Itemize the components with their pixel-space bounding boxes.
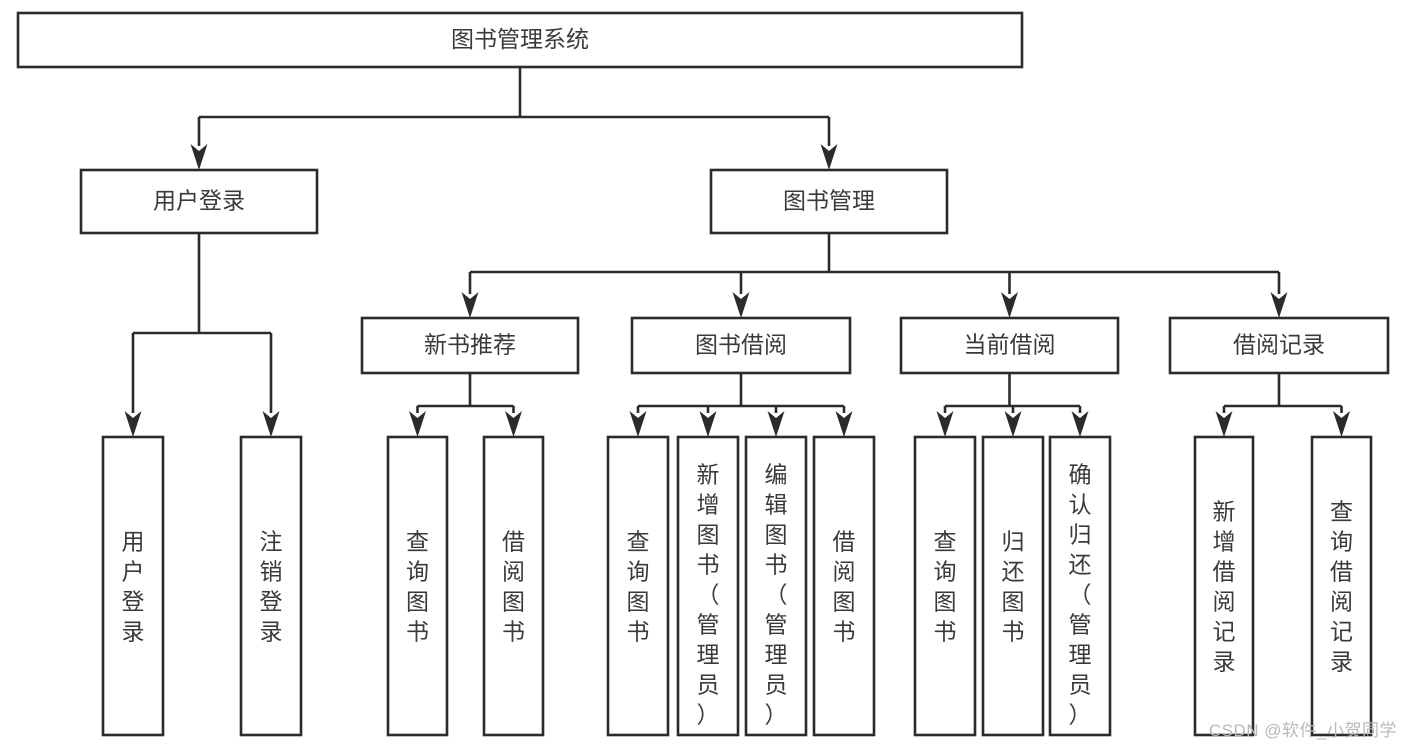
arrow-head-icon [505, 411, 522, 437]
arrow-head-icon [699, 411, 717, 437]
node-borrow-record[interactable]: 借阅记录 [1168, 316, 1390, 375]
node-leaf-user-login[interactable]: 用户登录 [101, 435, 165, 737]
node-label-book-manage: 图书管理 [783, 188, 875, 214]
node-label-leaf-query-book-rec: 查询图书 [406, 528, 429, 644]
node-label-leaf-query-borrow-record: 查询借阅记录 [1330, 498, 1353, 674]
node-leaf-logout-login[interactable]: 注销登录 [239, 435, 303, 737]
node-label-leaf-query-book-cur: 查询图书 [934, 528, 957, 644]
node-root[interactable]: 图书管理系统 [16, 11, 1024, 69]
node-label-leaf-add-book-admin: 新增图书（管理员） [697, 461, 720, 727]
node-book-borrow[interactable]: 图书借阅 [630, 316, 852, 375]
arrow-head-icon [820, 144, 838, 170]
node-box-leaf-query-book-rec[interactable] [386, 435, 449, 737]
arrow-head-icon [461, 292, 479, 318]
edge-group-new-book-recommend [409, 373, 522, 437]
node-label-current-borrow: 当前借阅 [964, 332, 1056, 358]
arrow-head-icon [124, 411, 142, 437]
node-label-root: 图书管理系统 [451, 26, 589, 52]
node-label-leaf-add-borrow-record: 新增借阅记录 [1213, 498, 1236, 674]
node-label-new-book-recommend: 新书推荐 [424, 332, 516, 358]
arrow-head-icon [1001, 292, 1018, 318]
node-box-leaf-edit-book-admin[interactable] [744, 435, 808, 737]
node-label-leaf-confirm-return-admin: 确认归还（管理员） [1069, 461, 1092, 727]
arrow-head-icon [1004, 411, 1022, 437]
edges-layer [124, 67, 1350, 437]
node-leaf-add-book-admin[interactable]: 新增图书（管理员） [676, 435, 740, 737]
node-new-book-recommend[interactable]: 新书推荐 [360, 316, 580, 375]
node-box-leaf-return-book[interactable] [981, 435, 1045, 737]
arrow-head-icon [1270, 292, 1288, 318]
node-user-login[interactable]: 用户登录 [79, 168, 319, 235]
node-box-book-manage[interactable] [709, 168, 949, 235]
node-box-leaf-confirm-return-admin[interactable] [1048, 435, 1112, 737]
node-leaf-edit-book-admin[interactable]: 编辑图书（管理员） [744, 435, 808, 737]
node-label-leaf-user-login: 用户登录 [122, 528, 145, 644]
node-box-root[interactable] [16, 11, 1024, 69]
node-box-leaf-borrow-book-rec[interactable] [482, 435, 545, 737]
node-box-leaf-query-borrow-record[interactable] [1310, 435, 1373, 737]
node-leaf-return-book[interactable]: 归还图书 [981, 435, 1045, 737]
edge-group-borrow-record [1215, 373, 1350, 437]
edge-group-book-manage [461, 233, 1288, 318]
node-leaf-borrow-book-rec[interactable]: 借阅图书 [482, 435, 545, 737]
node-label-leaf-logout-login: 注销登录 [260, 528, 283, 644]
node-label-leaf-query-book-bor: 查询图书 [627, 528, 650, 644]
node-box-new-book-recommend[interactable] [360, 316, 580, 375]
node-label-borrow-record: 借阅记录 [1233, 332, 1325, 358]
arrow-head-icon [767, 411, 785, 437]
node-box-user-login[interactable] [79, 168, 319, 235]
node-box-leaf-query-book-cur[interactable] [913, 435, 977, 737]
node-leaf-confirm-return-admin[interactable]: 确认归还（管理员） [1048, 435, 1112, 737]
arrow-head-icon [835, 411, 853, 437]
edge-group-user-login [124, 233, 280, 437]
arrow-head-icon [1215, 411, 1233, 437]
node-leaf-add-borrow-record[interactable]: 新增借阅记录 [1193, 435, 1255, 737]
node-box-book-borrow[interactable] [630, 316, 852, 375]
node-box-leaf-add-book-admin[interactable] [676, 435, 740, 737]
node-label-leaf-borrow-book-bor: 借阅图书 [833, 528, 856, 644]
node-label-user-login: 用户登录 [153, 188, 245, 214]
node-leaf-query-book-bor[interactable]: 查询图书 [606, 435, 670, 737]
arrow-head-icon [1071, 411, 1089, 437]
arrow-head-icon [409, 411, 426, 437]
arrow-head-icon [190, 144, 208, 170]
node-box-leaf-add-borrow-record[interactable] [1193, 435, 1255, 737]
nodes-layer: 图书管理系统用户登录图书管理新书推荐图书借阅当前借阅借阅记录用户登录注销登录查询… [16, 11, 1390, 737]
node-label-book-borrow: 图书借阅 [695, 332, 787, 358]
node-leaf-query-book-cur[interactable]: 查询图书 [913, 435, 977, 737]
node-box-current-borrow[interactable] [899, 316, 1120, 375]
edge-group-book-borrow [629, 373, 853, 437]
node-label-leaf-borrow-book-rec: 借阅图书 [502, 528, 525, 644]
node-leaf-query-book-rec[interactable]: 查询图书 [386, 435, 449, 737]
node-box-leaf-user-login[interactable] [101, 435, 165, 737]
node-box-borrow-record[interactable] [1168, 316, 1390, 375]
arrow-head-icon [1333, 411, 1350, 437]
arrow-head-icon [629, 411, 647, 437]
node-leaf-query-borrow-record[interactable]: 查询借阅记录 [1310, 435, 1373, 737]
node-leaf-borrow-book-bor[interactable]: 借阅图书 [812, 435, 876, 737]
node-current-borrow[interactable]: 当前借阅 [899, 316, 1120, 375]
arrow-head-icon [936, 411, 954, 437]
arrow-head-icon [732, 292, 750, 318]
node-book-manage[interactable]: 图书管理 [709, 168, 949, 235]
edge-group-current-borrow [936, 373, 1089, 437]
node-box-leaf-borrow-book-bor[interactable] [812, 435, 876, 737]
node-box-leaf-logout-login[interactable] [239, 435, 303, 737]
arrow-head-icon [262, 411, 280, 437]
edge-group-root [190, 67, 838, 170]
node-label-leaf-return-book: 归还图书 [1002, 528, 1025, 644]
node-box-leaf-query-book-bor[interactable] [606, 435, 670, 737]
node-label-leaf-edit-book-admin: 编辑图书（管理员） [765, 461, 788, 727]
